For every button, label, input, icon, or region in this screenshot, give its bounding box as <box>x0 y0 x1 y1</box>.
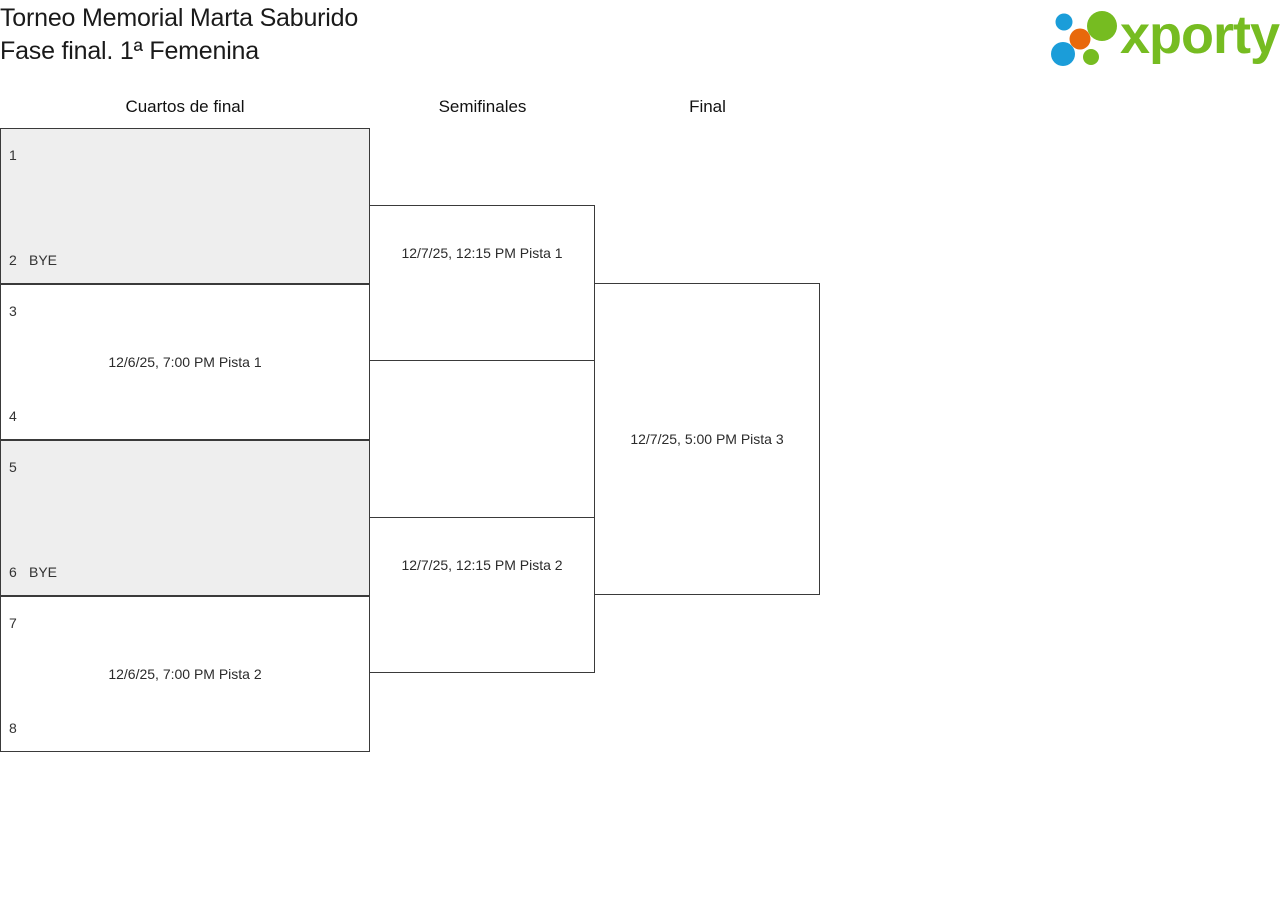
match-semifinal-1[interactable]: 12/7/25, 12:15 PM Pista 1 <box>369 205 595 361</box>
seed-number: 4 <box>9 408 17 424</box>
seed-number: 5 <box>9 459 17 475</box>
seed-number: 2 <box>9 252 17 268</box>
match-participant-top: 7 <box>9 614 29 632</box>
match-participant-top: 3 <box>9 302 29 320</box>
match-schedule: 12/7/25, 12:15 PM Pista 2 <box>401 557 563 573</box>
seed-number: 6 <box>9 564 17 580</box>
tournament-title-line-2: Fase final. 1ª Femenina <box>0 37 259 65</box>
match-quarterfinal-1[interactable]: 1 2 BYE <box>0 128 370 284</box>
logo-wordmark: xporty <box>1120 5 1280 65</box>
round-header-final: Final <box>689 97 726 116</box>
match-participant-bottom: 2 BYE <box>9 251 57 269</box>
match-participant-top: 5 <box>9 458 29 476</box>
match-quarterfinal-4[interactable]: 7 8 12/6/25, 7:00 PM Pista 2 <box>0 596 370 752</box>
match-schedule: 12/7/25, 12:15 PM Pista 1 <box>401 245 563 261</box>
match-schedule: 12/6/25, 7:00 PM Pista 2 <box>108 666 262 682</box>
participant-name: BYE <box>29 564 58 580</box>
match-semifinal-2[interactable]: 12/7/25, 12:15 PM Pista 2 <box>369 517 595 673</box>
round-header-semifinals: Semifinales <box>438 97 527 116</box>
match-quarterfinal-3[interactable]: 5 6 BYE <box>0 440 370 596</box>
match-final[interactable]: 12/7/25, 5:00 PM Pista 3 <box>594 283 820 595</box>
seed-number: 7 <box>9 615 17 631</box>
tournament-title-line-1: Torneo Memorial Marta Saburido <box>0 4 359 32</box>
match-participant-bottom: 8 <box>9 719 29 737</box>
match-participant-bottom: 4 <box>9 407 29 425</box>
seed-number: 3 <box>9 303 17 319</box>
match-quarterfinal-2[interactable]: 3 4 12/6/25, 7:00 PM Pista 1 <box>0 284 370 440</box>
seed-number: 8 <box>9 720 17 736</box>
match-schedule: 12/6/25, 7:00 PM Pista 1 <box>108 354 262 370</box>
seed-number: 1 <box>9 147 17 163</box>
participant-name: BYE <box>29 252 58 268</box>
xporty-logo[interactable]: xporty <box>1044 5 1280 68</box>
logo-dots-icon <box>1051 11 1117 66</box>
match-participant-bottom: 6 BYE <box>9 563 57 581</box>
round-header-quarterfinals: Cuartos de final <box>125 97 245 116</box>
match-participant-top: 1 <box>9 146 29 164</box>
match-schedule: 12/7/25, 5:00 PM Pista 3 <box>630 431 784 447</box>
